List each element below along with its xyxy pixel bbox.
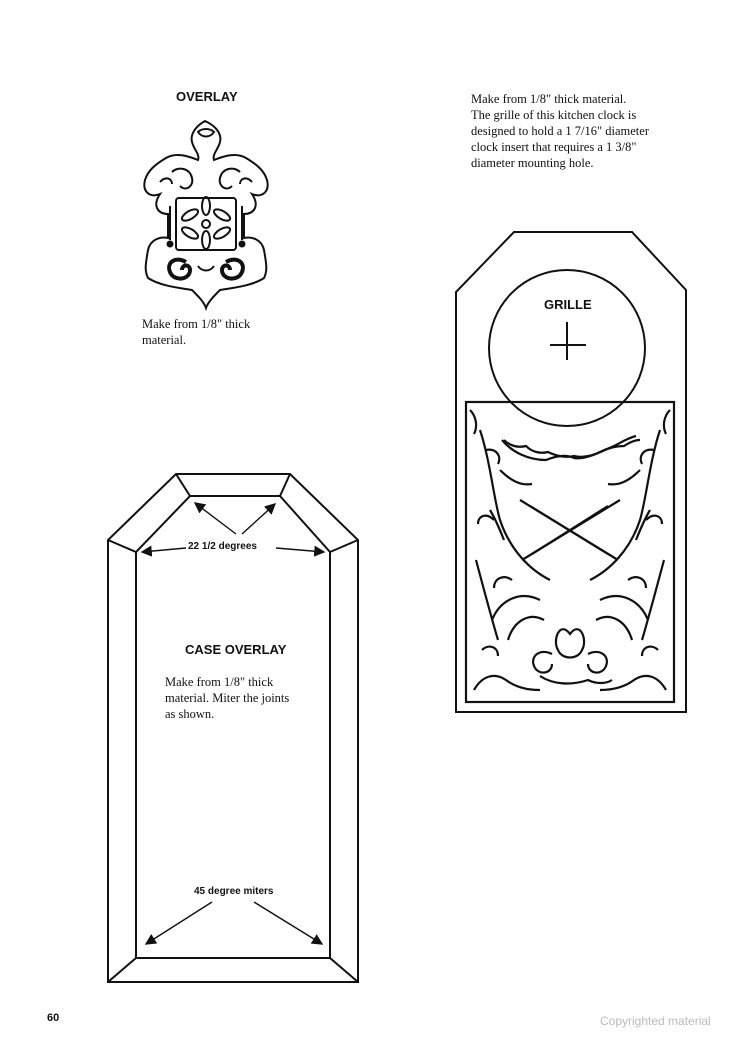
case-overlay-note-line: material. Miter the joints [165,691,290,705]
case-overlay-frame [107,473,359,983]
overlay-note-line: Make from 1/8" thick [142,317,251,331]
miter-label: 45 degree miters [194,886,274,897]
copyright-watermark: Copyrighted material [600,1014,711,1028]
case-overlay-note-line: as shown. [165,707,215,721]
grille-outline [455,231,687,713]
grille-note-line: diameter mounting hole. [471,156,594,170]
grille-note: Make from 1/8" thick material. The grill… [471,91,649,171]
case-overlay-note-line: Make from 1/8" thick [165,675,274,689]
grille-note-line: Make from 1/8" thick material. [471,92,627,106]
angle-label: 22 1/2 degrees [186,541,259,552]
grille-note-line: designed to hold a 1 7/16" diameter [471,124,649,138]
grille-clock-hole [488,269,646,427]
overlay-note-line: material. [142,333,187,347]
grille-label: GRILLE [544,297,592,312]
overlay-title: OVERLAY [176,89,238,104]
case-overlay-note: Make from 1/8" thick material. Miter the… [165,674,289,722]
grille-note-line: The grille of this kitchen clock is [471,108,637,122]
grille-note-line: clock insert that requires a 1 3/8" [471,140,637,154]
overlay-note: Make from 1/8" thick material. [142,316,250,348]
grille-fretwork [464,400,676,704]
case-overlay-title: CASE OVERLAY [185,642,287,657]
overlay-ornament [143,119,269,312]
case-overlay-arrows [140,502,326,945]
page-number: 60 [47,1012,60,1024]
